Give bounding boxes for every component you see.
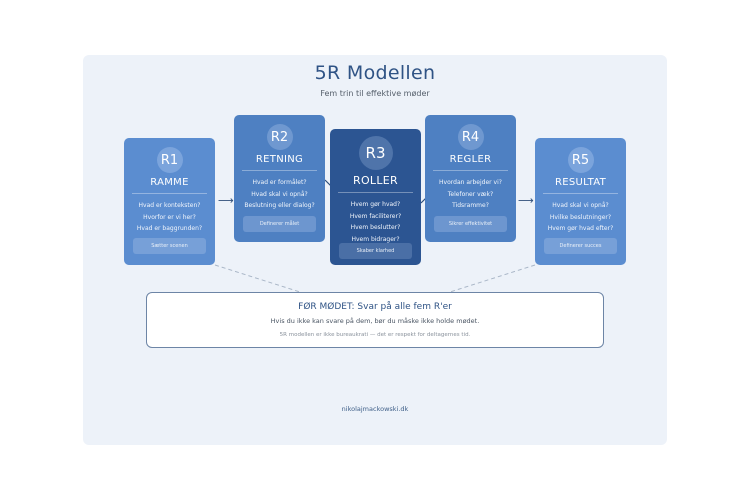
question: Hvem faciliterer?	[349, 212, 402, 220]
arrow-right-icon: ⟶	[518, 194, 534, 207]
card-r1: R1 RAMME Hvad er konteksten? Hvorfor er …	[124, 138, 215, 265]
card-tag: Sikrer effektivitet	[434, 216, 507, 232]
divider	[242, 170, 317, 171]
question: Telefoner væk?	[447, 190, 494, 198]
question: Hvad skal vi opnå?	[552, 202, 609, 209]
question: Hvem gør hvad efter?	[547, 225, 614, 232]
divider	[543, 193, 618, 194]
footer-site-link[interactable]: nikolajmackowski.dk	[341, 405, 409, 413]
card-r4: R4 REGLER Hvordan arbejder vi? Telefoner…	[425, 115, 516, 242]
card-name: RESULTAT	[554, 177, 607, 188]
badge-r5: R5	[567, 147, 594, 173]
divider	[338, 192, 413, 193]
question: Beslutning eller dialog?	[244, 202, 315, 209]
question: Hvad er formålet?	[252, 179, 307, 186]
question: Hvilke beslutninger?	[549, 213, 612, 221]
badge-r3: R3	[358, 136, 393, 170]
card-name: ROLLER	[353, 174, 398, 187]
page-subtitle: Fem trin til effektive møder	[320, 89, 430, 98]
question: Hvem bidrager?	[351, 235, 400, 243]
question: Hvem gør hvad?	[350, 201, 401, 208]
question: Hvad er konteksten?	[138, 202, 201, 209]
card-name: RETNING	[255, 154, 304, 165]
question: Tidsramme?	[452, 202, 489, 209]
question: Hvorfor er vi her?	[143, 213, 196, 221]
card-r5: R5 RESULTAT Hvad skal vi opnå? Hvilke be…	[535, 138, 626, 265]
question: Hvad skal vi opnå?	[251, 190, 308, 198]
divider	[433, 170, 508, 171]
card-name: REGLER	[449, 154, 492, 165]
badge-r4: R4	[457, 124, 484, 150]
question: Hvordan arbejder vi?	[439, 179, 502, 186]
question: Hvad er baggrunden?	[136, 225, 203, 232]
card-tag: Definerer succes	[544, 238, 617, 254]
card-r2: R2 RETNING Hvad er formålet? Hvad skal v…	[234, 115, 325, 242]
note-line-2: 5R modellen er ikke bureaukrati — det er…	[279, 332, 471, 338]
badge-r1: R1	[156, 147, 183, 173]
card-r3: R3 ROLLER Hvem gør hvad? Hvem facilitere…	[330, 129, 421, 265]
card-tag: Sætter scenen	[133, 238, 206, 254]
card-tag: Definerer målet	[243, 216, 316, 232]
page-title: 5R Modellen	[314, 62, 436, 84]
note-box: FØR MØDET: Svar på alle fem R'er Hvis du…	[146, 292, 604, 348]
note-heading: FØR MØDET: Svar på alle fem R'er	[298, 302, 452, 312]
question: Hvem beslutter?	[350, 224, 401, 231]
card-name: RAMME	[150, 177, 189, 188]
note-line-1: Hvis du ikke kan svare på dem, bør du må…	[270, 317, 480, 325]
divider	[132, 193, 207, 194]
arrow-right-icon: ⟶	[218, 194, 234, 207]
card-tag: Skaber klarhed	[339, 243, 412, 259]
badge-r2: R2	[266, 124, 293, 150]
